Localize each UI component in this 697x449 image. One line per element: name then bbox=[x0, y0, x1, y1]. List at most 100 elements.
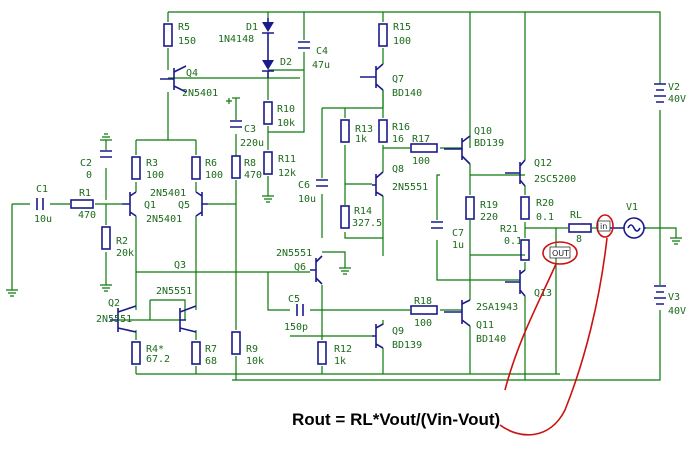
value-D1: 1N4148 bbox=[218, 34, 254, 45]
label-R1: R1 bbox=[79, 188, 91, 199]
value-Q2b: 2N5551 bbox=[156, 286, 192, 297]
capacitor-C3 bbox=[230, 120, 242, 128]
resistor-R10 bbox=[263, 101, 273, 125]
ground-icon bbox=[670, 237, 682, 245]
ground-icon bbox=[6, 289, 18, 297]
label-R2: R2 bbox=[116, 236, 128, 247]
label-RL: RL bbox=[570, 210, 582, 221]
resistor-RL bbox=[568, 223, 592, 233]
diode-D2 bbox=[262, 56, 274, 78]
out-tag-box bbox=[549, 246, 571, 259]
resistor-R11 bbox=[263, 151, 273, 175]
value-Q1: 2N5401 bbox=[146, 214, 182, 225]
transistor-Q7 bbox=[360, 63, 384, 91]
value-C6: 10u bbox=[298, 194, 316, 205]
resistor-R21 bbox=[520, 239, 530, 261]
label-R6: R6 bbox=[205, 158, 217, 169]
annotations: OUT in Rout = RL*Vout/(Vin-Vout) bbox=[292, 214, 614, 436]
value-R2: 20k bbox=[116, 248, 134, 259]
value-Q8: 2N5551 bbox=[392, 182, 428, 193]
ground-icon bbox=[100, 284, 112, 292]
value-R6: 100 bbox=[205, 170, 223, 181]
label-Q4: Q4 bbox=[186, 68, 198, 79]
formula-text: Rout = RL*Vout/(Vin-Vout) bbox=[292, 410, 500, 429]
label-R18: R18 bbox=[414, 296, 432, 307]
sources bbox=[606, 83, 666, 305]
battery-V3 bbox=[654, 285, 666, 305]
label-V1: V1 bbox=[626, 202, 638, 213]
ground-icon bbox=[226, 98, 232, 104]
label-Q11: Q11 bbox=[476, 320, 494, 331]
label-C6: C6 bbox=[298, 180, 310, 191]
label-R12: R12 bbox=[334, 344, 352, 355]
ground-icon bbox=[100, 133, 112, 141]
value-RL: 8 bbox=[576, 234, 582, 245]
resistor-R15 bbox=[378, 23, 388, 47]
diode-D1 bbox=[262, 18, 274, 56]
label-R21: R21 bbox=[500, 224, 518, 235]
transistor-Q2b bbox=[179, 305, 197, 333]
resistor-R16 bbox=[378, 119, 388, 143]
transistor-Q9 bbox=[372, 323, 384, 349]
resistor-R17 bbox=[410, 143, 438, 153]
ground-icon bbox=[262, 195, 274, 203]
label-R16: R16 bbox=[392, 122, 410, 133]
label-R7: R7 bbox=[205, 344, 217, 355]
label-R10: R10 bbox=[277, 104, 295, 115]
transistor-Q6 bbox=[310, 255, 323, 285]
value-R21: 0.1 bbox=[504, 236, 522, 247]
value-C3: 220u bbox=[240, 138, 264, 149]
capacitor-C4 bbox=[298, 41, 310, 49]
value-R3: 100 bbox=[146, 170, 164, 181]
battery-V2 bbox=[654, 83, 666, 103]
resistor-R8 bbox=[231, 155, 241, 179]
label-R9: R9 bbox=[246, 344, 258, 355]
value-C7: 1u bbox=[452, 240, 464, 251]
resistors bbox=[70, 23, 592, 365]
value-R11: 12k bbox=[278, 168, 296, 179]
value-R19: 220 bbox=[480, 212, 498, 223]
resistor-R3 bbox=[131, 156, 141, 180]
label-V3: V3 bbox=[668, 292, 680, 303]
capacitor-C6 bbox=[316, 179, 328, 187]
in-tag-box bbox=[597, 220, 611, 232]
label-C3: C3 bbox=[244, 124, 256, 135]
value-R8: 470 bbox=[244, 170, 262, 181]
label-R3: R3 bbox=[146, 158, 158, 169]
label-R4: R4* bbox=[146, 344, 164, 355]
transistor-Q8 bbox=[372, 171, 384, 197]
in-tag-label: in bbox=[600, 222, 607, 231]
label-C4: C4 bbox=[316, 46, 328, 57]
arrow-from-out bbox=[504, 263, 557, 391]
resistor-R19 bbox=[465, 196, 475, 220]
label-Q2: Q2 bbox=[108, 298, 120, 309]
value-R16: 16 bbox=[392, 134, 404, 145]
label-C1: C1 bbox=[36, 184, 48, 195]
label-R19: R19 bbox=[480, 200, 498, 211]
wires bbox=[11, 11, 677, 381]
transistor-Q12 bbox=[505, 159, 526, 187]
resistor-R4 bbox=[131, 341, 141, 365]
label-Q8: Q8 bbox=[392, 164, 404, 175]
value-V2: 40V bbox=[668, 94, 686, 105]
label-R15: R15 bbox=[393, 22, 411, 33]
label-C7: C7 bbox=[452, 228, 464, 239]
arrow-from-in bbox=[499, 237, 608, 436]
value-V3: 40V bbox=[668, 306, 686, 317]
label-R5: R5 bbox=[178, 22, 190, 33]
label-D2: D2 bbox=[280, 57, 292, 68]
in-tag-circle bbox=[596, 214, 614, 238]
ground-symbols bbox=[6, 98, 682, 297]
value-C1: 10u bbox=[34, 214, 52, 225]
transistor-Q10 bbox=[444, 135, 471, 165]
resistor-R1 bbox=[70, 199, 94, 209]
label-C2: C2 bbox=[80, 158, 92, 169]
label-Q6: Q6 bbox=[294, 262, 306, 273]
value-Q7: BD140 bbox=[392, 88, 422, 99]
label-Q5: Q5 bbox=[178, 200, 190, 211]
resistor-R9 bbox=[231, 331, 241, 355]
value-Q4: 2N5401 bbox=[182, 88, 218, 99]
ac-source-V1 bbox=[606, 217, 646, 239]
value-Q10: BD139 bbox=[474, 138, 504, 149]
